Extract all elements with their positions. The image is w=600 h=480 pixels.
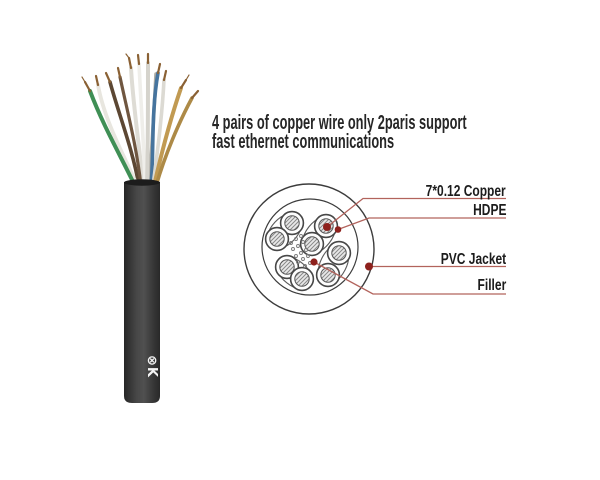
callout-label-hdpe: HDPE <box>472 202 506 219</box>
cable-cut-top <box>124 179 160 186</box>
callout-lines <box>313 197 506 295</box>
product-title: 4 pairs of copper wire only 2paris suppo… <box>212 112 467 153</box>
filler-callout-line <box>313 261 506 295</box>
cross-section-diagram <box>243 183 506 315</box>
filler-strand-dots <box>289 234 312 268</box>
product-title-line1: 4 pairs of copper wire only 2paris suppo… <box>212 112 467 134</box>
conductor <box>264 226 290 252</box>
pvc-dot <box>365 262 373 271</box>
copper-callout-line <box>326 197 506 228</box>
copper-dot <box>323 223 331 231</box>
callout-label-copper: 7*0.12 Copper <box>425 183 506 200</box>
conductor <box>315 262 341 288</box>
insulated-conductors <box>264 210 352 292</box>
product-title-line2: fast ethernet communications <box>212 131 395 153</box>
conductor <box>289 266 315 292</box>
twisted-wire-pairs <box>88 61 194 188</box>
hdpe-dot <box>334 226 342 233</box>
copper-wire-tips <box>81 52 200 100</box>
conductor <box>279 210 305 236</box>
conductor <box>299 231 325 257</box>
callout-label-filler: Filler <box>477 277 506 294</box>
cable-jacket <box>124 182 160 403</box>
cable-photo: ⊗K <box>81 52 200 403</box>
callout-dots <box>310 223 373 271</box>
conductor <box>326 240 352 266</box>
brand-logo-icon: ⊗K <box>144 355 159 378</box>
callout-label-pvc-jacket: PVC Jacket <box>440 251 506 268</box>
filler-dot <box>310 258 318 266</box>
hdpe-callout-line <box>337 217 506 231</box>
